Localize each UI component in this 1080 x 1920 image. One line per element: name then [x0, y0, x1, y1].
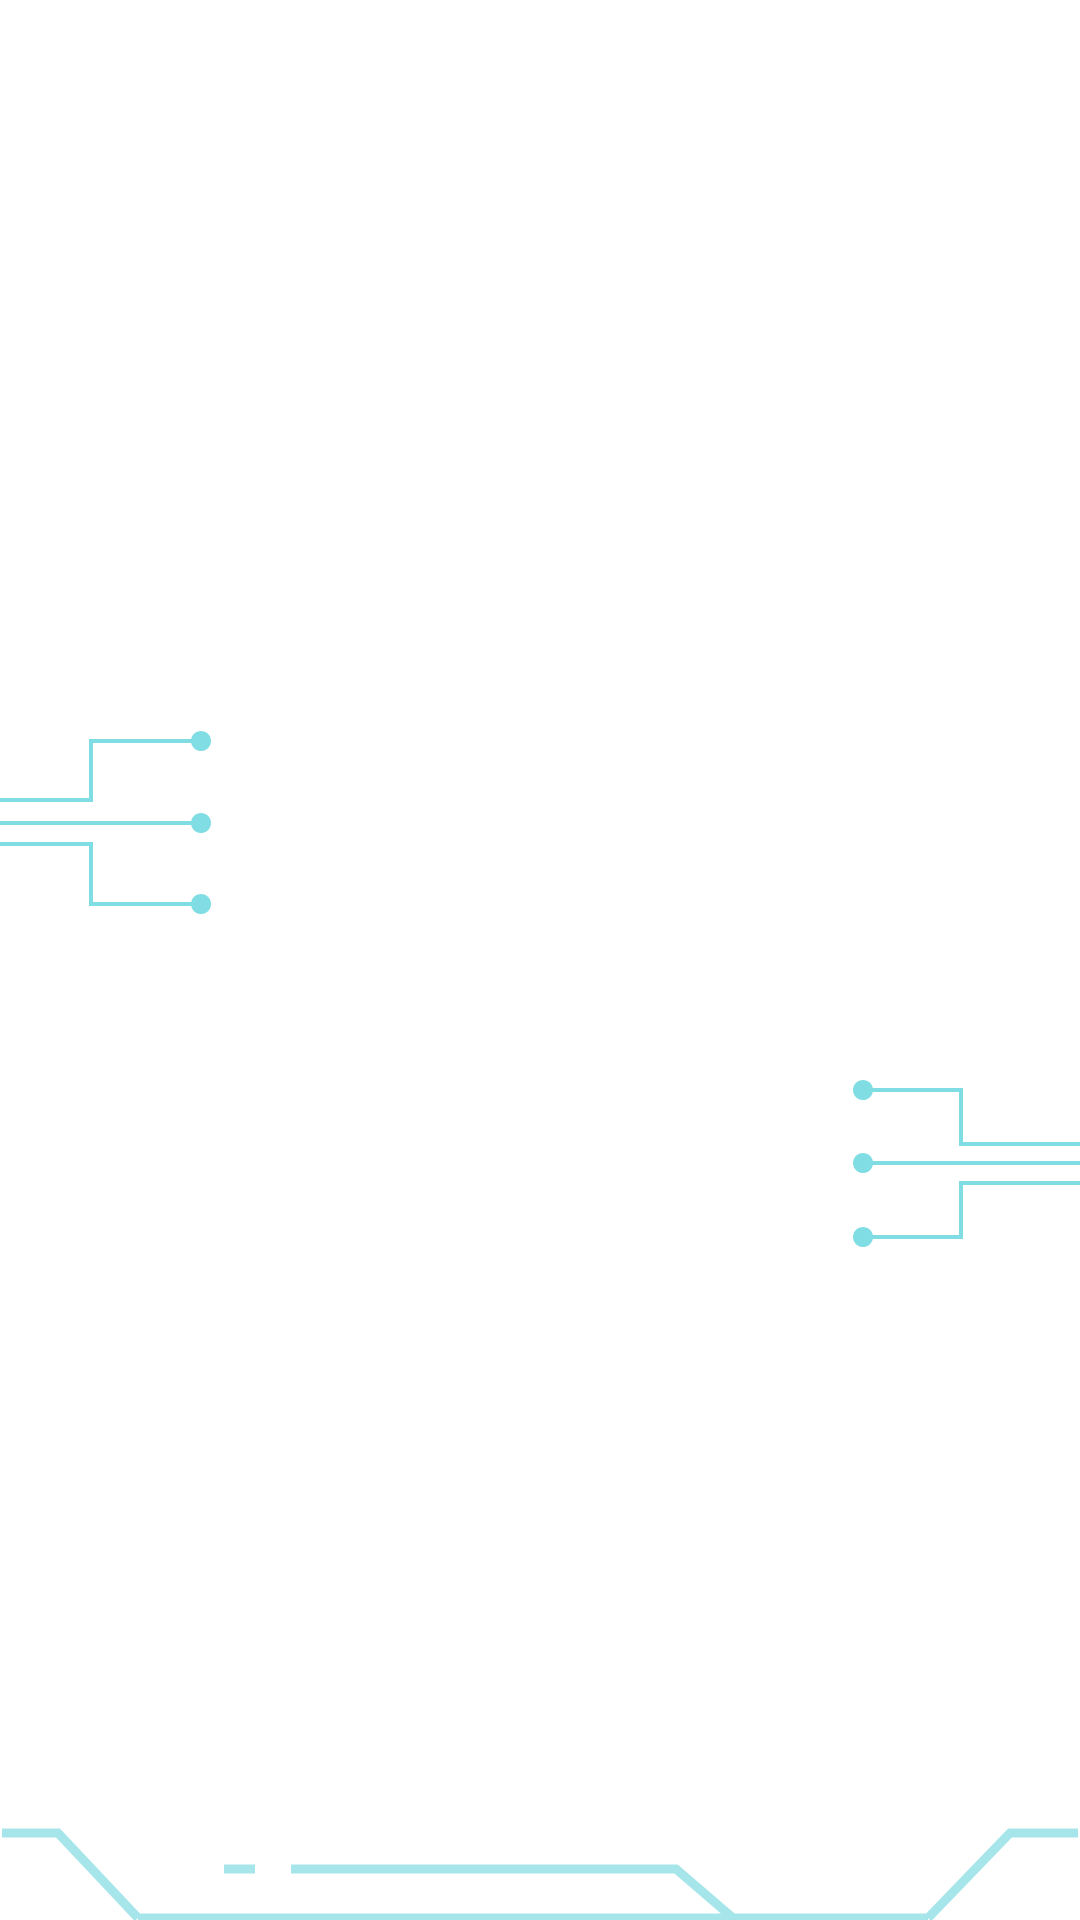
right-pin-bottom: [853, 1227, 873, 1247]
right-circuit-connector-icon: [863, 1088, 1080, 1239]
right-trace-bottom: [863, 1181, 1080, 1239]
left-pin-middle: [191, 813, 211, 833]
left-trace-bottom: [0, 842, 200, 906]
right-pin-middle: [853, 1153, 873, 1173]
left-circuit-connector-icon: [0, 739, 200, 906]
left-connector-pins: [191, 731, 211, 914]
bottom-hud-frame-icon: [2, 1828, 1078, 1920]
frame-long-bar: [291, 1864, 736, 1920]
right-pin-top: [853, 1080, 873, 1100]
left-pin-top: [191, 731, 211, 751]
right-trace-top: [863, 1088, 1080, 1146]
frame-left-shoulder: [2, 1828, 142, 1920]
left-pin-bottom: [191, 894, 211, 914]
frame-right-shoulder: [924, 1828, 1078, 1920]
right-connector-pins: [853, 1080, 873, 1247]
left-trace-top: [0, 739, 200, 802]
